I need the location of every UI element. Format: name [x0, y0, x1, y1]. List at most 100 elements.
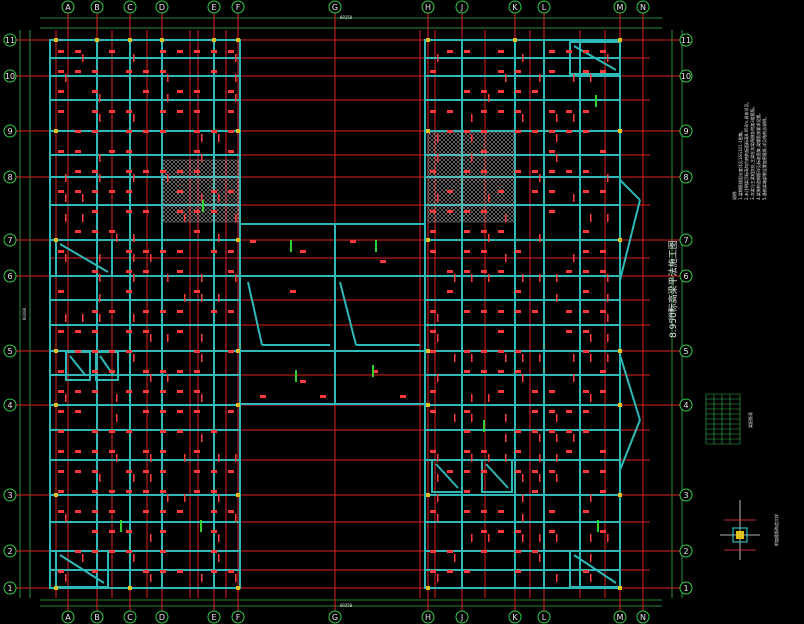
beam-label-mark — [160, 530, 166, 533]
beam-label-mark — [126, 150, 132, 153]
beam-label-mark — [464, 310, 470, 313]
beam-label-mark — [556, 154, 558, 162]
row-bubble-right-5 — [679, 344, 693, 358]
row-bubble-left-11-label: 11 — [5, 36, 15, 45]
beam-label-mark — [58, 430, 64, 433]
beam-label-mark — [430, 210, 436, 213]
row-bubble-right-4 — [679, 398, 693, 412]
beam-label-mark — [194, 130, 200, 133]
beam-label-mark — [583, 430, 589, 433]
beam-label-mark — [143, 130, 149, 133]
stair-opening — [569, 550, 621, 588]
beam — [435, 463, 459, 489]
beam — [619, 199, 641, 281]
beam-label-mark — [522, 514, 524, 522]
beam-label-mark — [194, 390, 200, 393]
col-bubble-bottom-G — [328, 610, 342, 624]
beam-label-mark — [211, 430, 217, 433]
row-bubble-left-5 — [3, 344, 17, 358]
beam-label-mark — [600, 450, 606, 453]
beam-label-mark — [447, 110, 453, 113]
beam-label-mark — [211, 250, 217, 253]
beam-label-mark — [75, 150, 81, 153]
col-bubble-bottom-A-label: A — [65, 613, 71, 622]
column-mark — [618, 129, 622, 133]
column-mark — [618, 238, 622, 242]
beam-label-mark — [92, 510, 98, 513]
beam-label-mark — [126, 110, 132, 113]
row-bubble-right-10 — [679, 69, 693, 83]
beam-label-mark — [583, 470, 589, 473]
beam-label-mark — [437, 334, 439, 342]
beam-label-mark — [65, 394, 67, 402]
beam-label-mark — [177, 210, 183, 213]
beam-label-mark — [471, 154, 473, 162]
beam-label-mark — [464, 490, 470, 493]
beam — [339, 281, 357, 346]
beam-label-mark — [430, 550, 436, 553]
beam-label-mark — [549, 470, 555, 473]
beam-label-mark — [607, 354, 609, 362]
beam-label-mark — [177, 430, 183, 433]
beam-label-mark — [143, 170, 149, 173]
beam-label-mark — [126, 470, 132, 473]
beam-label-mark — [92, 70, 98, 73]
beam-label-mark — [235, 514, 237, 522]
col-bubble-bottom-H — [421, 610, 435, 624]
row-bubble-left-3 — [3, 488, 17, 502]
column-mark — [128, 38, 132, 42]
beam-label-mark — [515, 250, 521, 253]
beam — [573, 45, 617, 71]
beam-label-mark — [447, 290, 453, 293]
beam-label-mark — [498, 110, 504, 113]
beam-label-mark — [201, 394, 203, 402]
beam-label-mark — [109, 490, 115, 493]
beam-label-mark — [126, 130, 132, 133]
beam — [485, 463, 509, 489]
beam-label-mark — [143, 390, 149, 393]
beam-label-mark — [126, 250, 132, 253]
beam-label-mark — [82, 214, 84, 222]
beam-label-mark — [99, 114, 101, 122]
beam-label-mark — [498, 510, 504, 513]
beam-label-mark — [454, 354, 456, 362]
beam-label-mark — [99, 314, 101, 322]
beam-label-mark — [194, 230, 200, 233]
beam-label-mark — [194, 290, 200, 293]
col-bubble-top-D-label: D — [159, 3, 165, 12]
beam-label-mark — [143, 250, 149, 253]
beam-label-mark — [184, 214, 186, 222]
table-caption-text: 梁配筋表 — [748, 412, 753, 428]
beam-label-mark — [218, 134, 220, 142]
column-mark — [54, 586, 58, 590]
rebar-table — [705, 393, 741, 445]
beam-label-mark — [143, 330, 149, 333]
beam — [59, 554, 105, 584]
beam-label-mark — [92, 130, 98, 133]
column-mark — [426, 38, 430, 42]
green-marker — [483, 420, 485, 432]
beam-label-mark — [228, 50, 234, 53]
beam-label-mark — [549, 410, 555, 413]
beam-label-mark — [92, 470, 98, 473]
col-bubble-bottom-N — [636, 610, 650, 624]
beam-label-mark — [167, 494, 169, 502]
beam-label-mark — [228, 470, 234, 473]
beam-label-mark — [430, 70, 436, 73]
beam-label-mark — [160, 250, 166, 253]
beam-label-mark — [58, 410, 64, 413]
beam-label-mark — [505, 214, 507, 222]
beam-label-mark — [92, 530, 98, 533]
hatched-openings — [162, 131, 515, 223]
overall-height-left: 60200 — [22, 308, 27, 320]
green-marker — [595, 95, 597, 107]
col-bubble-top-A — [61, 0, 75, 14]
beam-label-mark — [430, 110, 436, 113]
col-bubble-top-M-label: M — [617, 3, 624, 12]
beam-label-mark — [573, 194, 575, 202]
beam-label-mark — [471, 414, 473, 422]
beam-label-mark — [532, 430, 538, 433]
beam-label-mark — [177, 310, 183, 313]
